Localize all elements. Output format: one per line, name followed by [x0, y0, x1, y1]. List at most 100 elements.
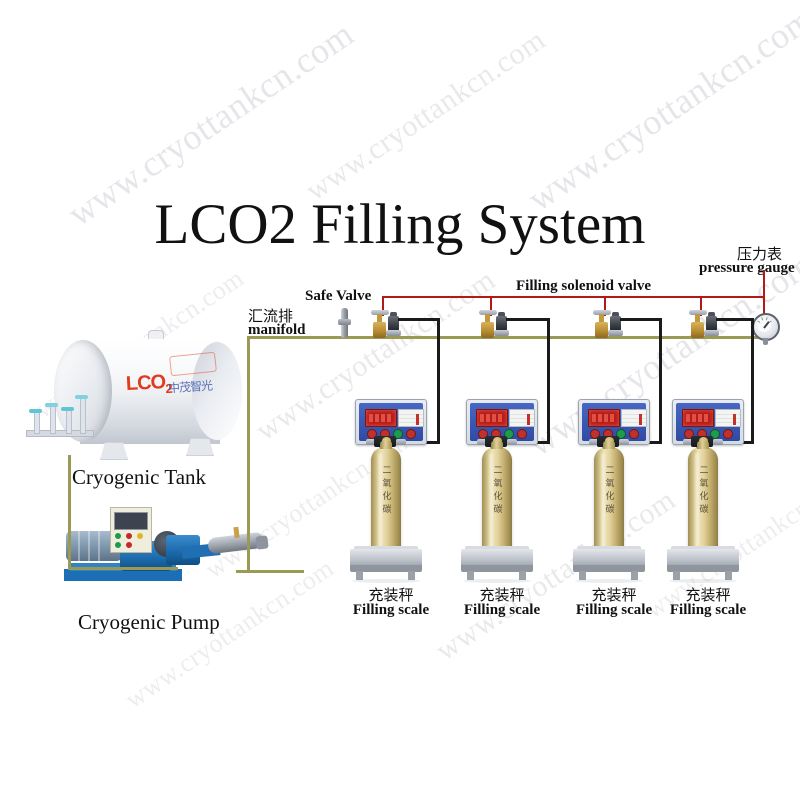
cylinder-label-cn: 二氧化碳 [382, 466, 392, 515]
scale-plate [573, 549, 645, 567]
valve-outlet [396, 439, 406, 445]
valve-outlet [608, 330, 623, 336]
valve-body [373, 322, 386, 338]
valve-handwheel-icon [75, 395, 88, 399]
controller-button-red-3[interactable] [517, 429, 527, 439]
controller-button-red-3[interactable] [723, 429, 733, 439]
controller-button-red-1[interactable] [478, 429, 488, 439]
cryogenic-tank: LCO2 中茂智光 [8, 318, 258, 478]
valve-body [691, 322, 704, 338]
gauge-stem [763, 338, 768, 345]
safe-valve-label: Safe Valve [305, 288, 372, 304]
scale-plate [350, 549, 422, 567]
pipe-pump-discharge [236, 570, 304, 573]
scale-leg-left [467, 571, 474, 580]
page-title: LCO2 Filling System [154, 193, 646, 256]
valve-outlet [619, 439, 629, 445]
filling-solenoid-valve-2[interactable] [478, 308, 512, 340]
filling-scale-label-cn: 充装秤 [685, 588, 731, 604]
tank-brand-main: LCO [125, 371, 166, 396]
fill-line-3-drop [659, 318, 662, 444]
valve-outlet [704, 330, 719, 336]
cryogenic-tank-label: Cryogenic Tank [72, 465, 207, 489]
scale-leg-right [631, 571, 638, 580]
controller-panel-display [398, 409, 424, 427]
safe-valve[interactable] [338, 308, 351, 338]
valve-inlet [366, 439, 376, 445]
scale-rim [573, 565, 645, 572]
scale-leg-right [725, 571, 732, 580]
filling-scale-label-en: Filling scale [575, 602, 653, 618]
pump-button-green-2[interactable] [115, 542, 121, 548]
pump-base [64, 569, 182, 581]
controller-button-red-1[interactable] [367, 429, 377, 439]
gas-cylinder-2: 二氧化碳 [482, 441, 512, 562]
solenoid-coil [610, 316, 621, 331]
scale-shadow [575, 579, 643, 583]
valve-outlet [386, 330, 401, 336]
tank-hatch-icon [148, 330, 164, 339]
tank-end-right [192, 342, 242, 440]
pump-button-red[interactable] [126, 533, 132, 539]
pump-display [114, 512, 148, 530]
controller-led-display [476, 409, 508, 427]
valve-base [26, 430, 94, 437]
controller-button-red-3[interactable] [406, 429, 416, 439]
motor-rib [88, 531, 90, 561]
cylinder-highlight [489, 453, 493, 553]
valve-handwheel-icon [29, 409, 42, 413]
filling-scale-label-en: Filling scale [669, 602, 747, 618]
controller-button-red-1[interactable] [684, 429, 694, 439]
valve-inlet [477, 439, 487, 445]
scale-plate [667, 549, 739, 567]
filling-scale-4 [667, 546, 739, 589]
controller-button-green[interactable] [393, 429, 403, 439]
controller-bezel [359, 403, 424, 441]
filling-station-4: 二氧化碳 充装秤 Filling scale [667, 399, 768, 618]
pump-button-yellow[interactable] [137, 533, 143, 539]
controller-button-red-1[interactable] [590, 429, 600, 439]
leader-tick-4 [700, 296, 702, 316]
controller-button-green[interactable] [504, 429, 514, 439]
fill-line-4-top [716, 318, 754, 321]
filling-scale-2 [461, 546, 533, 589]
filling-solenoid-valve-3[interactable] [592, 308, 626, 340]
valve-outlet [494, 330, 509, 336]
controller-button-green[interactable] [710, 429, 720, 439]
filling-scale-label-cn: 充装秤 [479, 588, 525, 604]
solenoid-coil [496, 316, 507, 331]
gas-cylinder-3: 二氧化碳 [594, 441, 624, 562]
valve-handwheel-icon [45, 403, 58, 407]
fill-line-2-top [506, 318, 550, 321]
cylinder-neck [603, 441, 615, 449]
filling-station-1: 二氧化碳 充装秤 Filling scale [350, 399, 451, 618]
valve-neck [695, 314, 700, 324]
filling-scale-label-en: Filling scale [463, 602, 541, 618]
controller-panel-display [509, 409, 535, 427]
tank-chinese-mark: 中茂智光 [167, 378, 213, 396]
scale-shadow [352, 579, 420, 583]
cylinder-neck [380, 441, 392, 449]
valve-stem [80, 398, 86, 434]
valve-handwheel-icon [593, 310, 611, 315]
manifold-label-cn: 汇流排 [248, 309, 294, 325]
valve-neck [485, 314, 490, 324]
scale-leg-left [579, 571, 586, 580]
pump-button-red-2[interactable] [126, 542, 132, 548]
pump-button-green[interactable] [115, 533, 121, 539]
controller-button-green[interactable] [616, 429, 626, 439]
scale-shadow [463, 579, 531, 583]
filling-solenoid-valve-1[interactable] [370, 308, 404, 340]
leader-tick-3 [604, 296, 606, 316]
pressure-gauge-label-cn: 压力表 [737, 247, 783, 263]
motor-rib [78, 531, 80, 561]
solenoid-coil [388, 316, 399, 331]
controller-button-red-3[interactable] [629, 429, 639, 439]
cylinder-label-cn: 二氧化碳 [493, 466, 503, 515]
filling-solenoid-valve-4[interactable] [688, 308, 722, 340]
scale-shadow [669, 579, 737, 583]
fill-line-1-drop [437, 318, 440, 444]
fill-line-2-drop [547, 318, 550, 444]
controller-panel-display [621, 409, 647, 427]
